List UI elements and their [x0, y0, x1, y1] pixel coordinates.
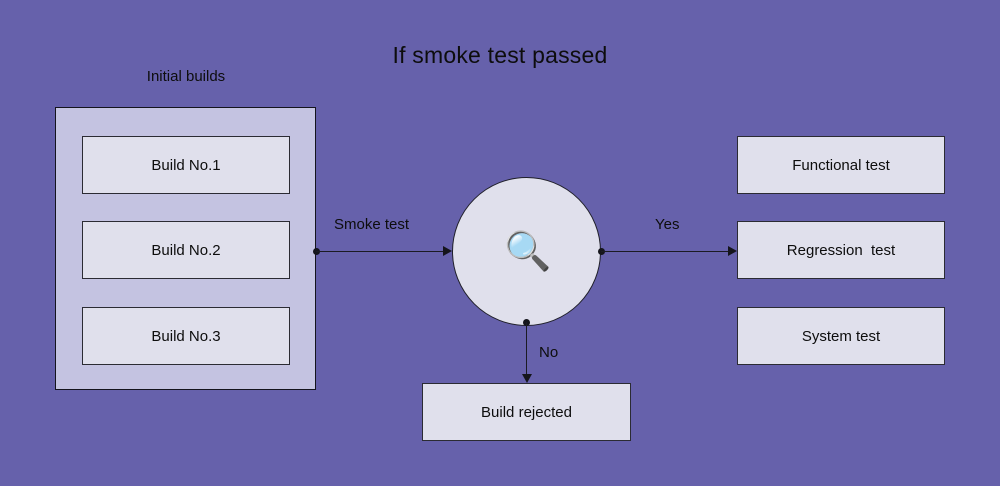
edge-no-arrowhead [521, 374, 532, 383]
decision-node[interactable] [452, 177, 601, 326]
node-build-rejected[interactable]: Build rejected [422, 383, 631, 441]
edge-label-smoke-test: Smoke test [334, 216, 410, 233]
node-system-test[interactable]: System test [737, 307, 945, 365]
edge-smoke-line [316, 250, 443, 253]
diagram-title: If smoke test passed [392, 42, 608, 68]
edge-yes-arrowhead [728, 246, 737, 256]
node-build-1[interactable]: Build No.1 [82, 136, 290, 194]
magnifying-glass-icon: 🔍 [504, 231, 552, 273]
edge-label-no: No [539, 344, 559, 361]
node-functional-test[interactable]: Functional test [737, 136, 945, 194]
edge-smoke-arrowhead [443, 246, 452, 256]
edge-no-line [525, 322, 528, 375]
node-regression-test[interactable]: Regression test [737, 221, 945, 279]
node-build-2[interactable]: Build No.2 [82, 221, 290, 279]
initial-builds-label: Initial builds [146, 68, 226, 85]
edge-yes-line [601, 250, 728, 253]
node-build-3[interactable]: Build No.3 [82, 307, 290, 365]
edge-label-yes: Yes [655, 216, 680, 233]
